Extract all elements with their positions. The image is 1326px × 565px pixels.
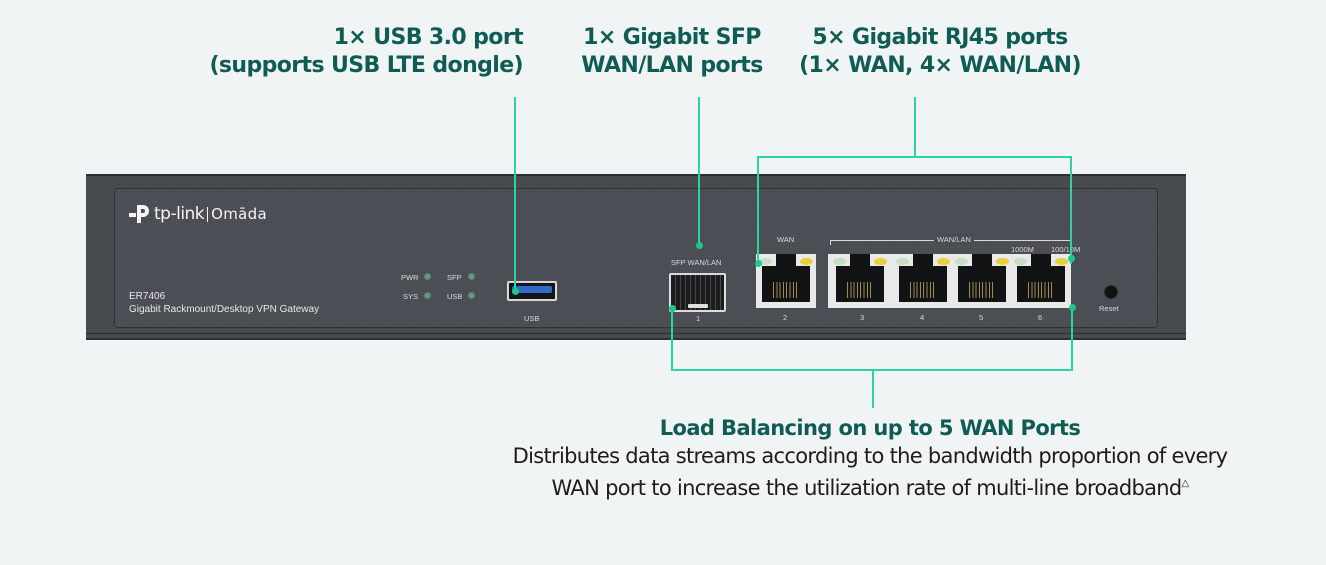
sfp-callout-line1: 1× Gigabit SFP bbox=[583, 25, 761, 50]
feature-description-line2: WAN port to increase the utilization rat… bbox=[470, 470, 1270, 502]
port-number-6: 6 bbox=[1038, 313, 1043, 322]
reset-button[interactable] bbox=[1104, 285, 1118, 299]
rj45-callout-stem bbox=[914, 97, 916, 157]
led-label-pwr: PWR bbox=[401, 273, 419, 282]
speed-led bbox=[1055, 258, 1068, 265]
led-label-sys: SYS bbox=[403, 292, 419, 301]
rj45-bracket-right bbox=[1070, 156, 1072, 264]
sfp-port[interactable] bbox=[669, 273, 726, 312]
speed-led bbox=[800, 258, 813, 265]
wan-label: WAN bbox=[777, 235, 795, 244]
usb-port[interactable] bbox=[507, 281, 557, 301]
rj45-bracket-top bbox=[757, 156, 1072, 158]
speed-led bbox=[996, 258, 1009, 265]
usb-led bbox=[468, 292, 475, 299]
feature-description: Distributes data streams according to th… bbox=[470, 443, 1270, 502]
speed-led bbox=[874, 258, 887, 265]
rj45-callout-line2: (1× WAN, 4× WAN/LAN) bbox=[799, 53, 1081, 78]
speed-1000m-label: 1000M bbox=[1011, 245, 1034, 254]
port-number-5: 5 bbox=[979, 313, 984, 322]
lb-right-dot bbox=[1069, 304, 1076, 311]
lb-bracket-right bbox=[1071, 307, 1073, 370]
sfp-port-label: SFP WAN/LAN bbox=[671, 258, 722, 267]
led-label-sfp: SFP bbox=[447, 273, 462, 282]
rj45-callout-line1: 5× Gigabit RJ45 ports bbox=[812, 25, 1068, 50]
model-number: ER7406 bbox=[129, 291, 166, 302]
tp-link-logo-icon bbox=[129, 205, 149, 223]
rj45-port-5[interactable] bbox=[952, 254, 1012, 308]
lb-callout-stem bbox=[872, 370, 874, 408]
rj45-bracket-left bbox=[757, 156, 759, 264]
link-led bbox=[1014, 258, 1027, 265]
model-description: Gigabit Rackmount/Desktop VPN Gateway bbox=[129, 304, 320, 315]
link-led bbox=[955, 258, 968, 265]
usb-port-label: USB bbox=[524, 314, 540, 323]
sfp-callout-dot bbox=[696, 242, 703, 249]
led-label-usb: USB bbox=[447, 292, 463, 301]
lb-bracket-left bbox=[671, 308, 673, 370]
link-led bbox=[759, 258, 772, 265]
sub-brand-name: Omāda bbox=[211, 205, 267, 223]
feature-description-line2-text: WAN port to increase the utilization rat… bbox=[551, 476, 1183, 500]
usb-callout-line2: (supports USB LTE dongle) bbox=[209, 53, 523, 78]
footnote-mark: △ bbox=[1181, 478, 1189, 489]
wan-lan-label: WAN/LAN bbox=[934, 235, 974, 244]
link-led bbox=[896, 258, 909, 265]
usb-callout-line1: 1× USB 3.0 port bbox=[333, 25, 524, 50]
lb-left-dot bbox=[669, 305, 676, 312]
pwr-led bbox=[424, 273, 431, 280]
rj45-left-dot bbox=[755, 260, 762, 267]
reset-label: Reset bbox=[1099, 304, 1119, 313]
brand-name: tp-link bbox=[154, 204, 205, 224]
sys-led bbox=[424, 292, 431, 299]
port-number-3: 3 bbox=[860, 313, 865, 322]
usb-callout-dot bbox=[512, 288, 519, 295]
rj45-port-3[interactable] bbox=[830, 254, 890, 308]
rj45-port-4[interactable] bbox=[893, 254, 953, 308]
rj45-right-dot bbox=[1068, 255, 1075, 262]
rj45-port-2[interactable] bbox=[756, 254, 816, 308]
usb-callout: 1× USB 3.0 port (supports USB LTE dongle… bbox=[209, 24, 523, 80]
feature-title: Load Balancing on up to 5 WAN Ports bbox=[659, 416, 1081, 440]
tp-link-omada-logo: tp-link Omāda bbox=[128, 204, 267, 224]
rj45-callout: 5× Gigabit RJ45 ports (1× WAN, 4× WAN/LA… bbox=[790, 24, 1090, 80]
usb-connector-tongue bbox=[512, 286, 552, 293]
usb-callout-line bbox=[514, 97, 516, 291]
sfp-callout: 1× Gigabit SFP WAN/LAN ports bbox=[532, 24, 812, 80]
sfp-callout-line bbox=[698, 97, 700, 245]
speed-led bbox=[937, 258, 950, 265]
link-led bbox=[833, 258, 846, 265]
rj45-port-6[interactable] bbox=[1011, 254, 1071, 308]
speed-100-10m-label: 100/10M bbox=[1051, 245, 1081, 254]
sfp-slot bbox=[688, 304, 708, 308]
sfp-port-number: 1 bbox=[696, 314, 701, 323]
port-number-4: 4 bbox=[920, 313, 925, 322]
port-number-2: 2 bbox=[783, 313, 788, 322]
sfp-led bbox=[468, 273, 475, 280]
logo-separator bbox=[207, 206, 209, 222]
feature-description-line1: Distributes data streams according to th… bbox=[512, 444, 1228, 468]
sfp-callout-line2: WAN/LAN ports bbox=[581, 53, 763, 78]
